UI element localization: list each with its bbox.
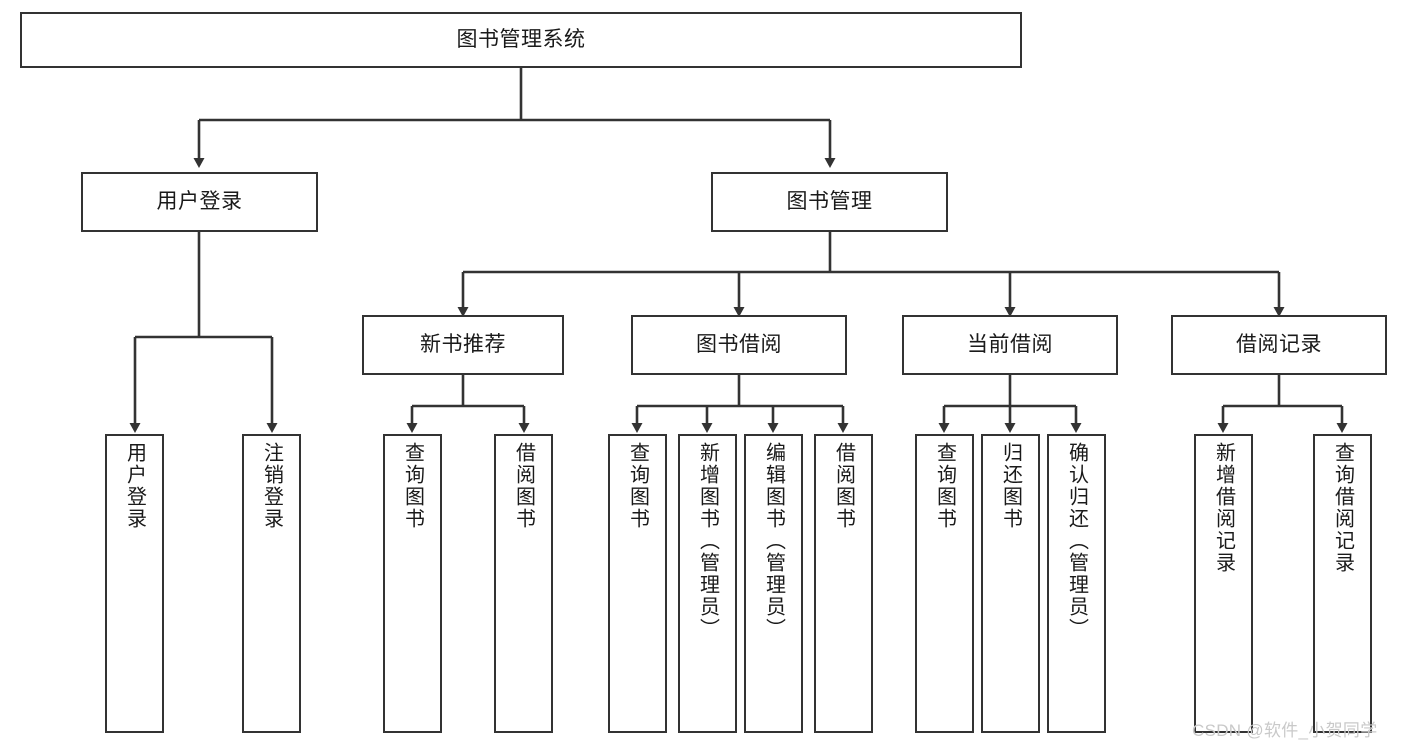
node-label: 借阅记录 [1236, 333, 1322, 357]
node-label: 编辑图书（管理员） [762, 442, 785, 640]
node-label: 新书推荐 [420, 333, 506, 357]
leaf-borrow-edit-book-admin[interactable]: 编辑图书（管理员） [744, 434, 803, 733]
node-label: 新增图书（管理员） [696, 442, 719, 640]
node-label: 借阅图书 [832, 442, 855, 530]
watermark-csdn: CSDN @软件_小贺同学 [1192, 721, 1378, 740]
node-book-management[interactable]: 图书管理 [711, 172, 948, 232]
leaf-new-book-query-book[interactable]: 查询图书 [383, 434, 442, 733]
node-current-borrow[interactable]: 当前借阅 [902, 315, 1118, 375]
node-label: 注销登录 [260, 442, 283, 530]
node-label: 查询图书 [626, 442, 649, 530]
node-label: 归还图书 [999, 442, 1022, 530]
leaf-record-add-borrow-record[interactable]: 新增借阅记录 [1194, 434, 1253, 733]
leaf-current-return-book[interactable]: 归还图书 [981, 434, 1040, 733]
node-new-book-recommend[interactable]: 新书推荐 [362, 315, 564, 375]
node-user-login[interactable]: 用户登录 [81, 172, 318, 232]
node-label: 当前借阅 [967, 333, 1053, 357]
leaf-user-logout[interactable]: 注销登录 [242, 434, 301, 733]
node-label: 确认归还（管理员） [1065, 442, 1088, 640]
leaf-borrow-borrow-book[interactable]: 借阅图书 [814, 434, 873, 733]
node-label: 查询图书 [933, 442, 956, 530]
leaf-record-query-borrow-record[interactable]: 查询借阅记录 [1313, 434, 1372, 733]
node-label: 图书管理系统 [456, 28, 586, 52]
node-label: 用户登录 [156, 190, 243, 214]
node-root-system[interactable]: 图书管理系统 [20, 12, 1022, 68]
leaf-new-book-borrow-book[interactable]: 借阅图书 [494, 434, 553, 733]
node-borrow-record[interactable]: 借阅记录 [1171, 315, 1387, 375]
node-label: 查询借阅记录 [1331, 442, 1354, 574]
leaf-current-query-book[interactable]: 查询图书 [915, 434, 974, 733]
leaf-borrow-add-book-admin[interactable]: 新增图书（管理员） [678, 434, 737, 733]
node-label: 用户登录 [123, 442, 146, 530]
leaf-current-confirm-return-admin[interactable]: 确认归还（管理员） [1047, 434, 1106, 733]
leaf-borrow-query-book[interactable]: 查询图书 [608, 434, 667, 733]
node-label: 新增借阅记录 [1212, 442, 1235, 574]
node-book-borrow[interactable]: 图书借阅 [631, 315, 847, 375]
node-label: 借阅图书 [512, 442, 535, 530]
node-label: 图书管理 [786, 190, 873, 214]
leaf-user-login[interactable]: 用户登录 [105, 434, 164, 733]
node-label: 查询图书 [401, 442, 424, 530]
node-label: 图书借阅 [696, 333, 782, 357]
